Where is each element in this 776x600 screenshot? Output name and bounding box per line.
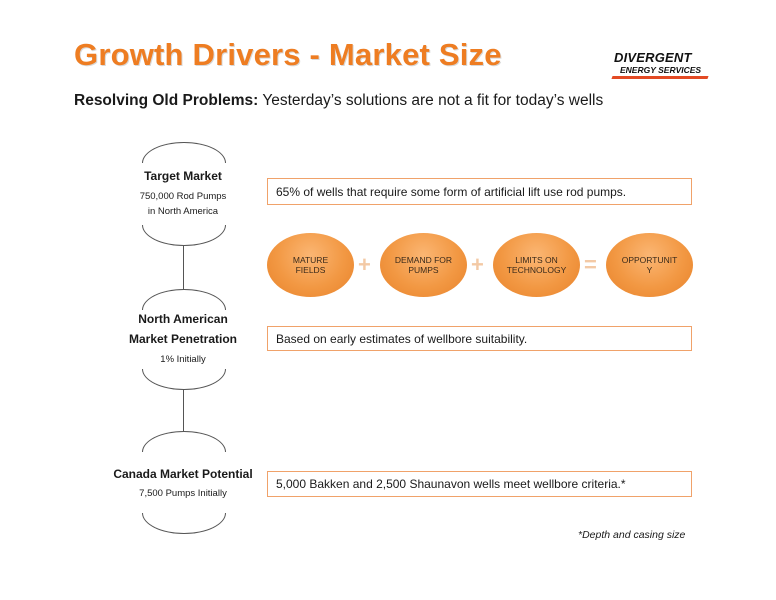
info-box-3: 5,000 Bakken and 2,500 Shaunavon wells m… <box>267 471 692 497</box>
logo-line1: DIVERGENT <box>614 50 692 65</box>
circle-2-line1: DEMAND FOR <box>394 255 453 265</box>
circle-4-line2: Y <box>646 265 653 275</box>
subtitle-rest: Yesterday’s solutions are not a fit for … <box>258 92 604 109</box>
company-logo: DIVERGENT ENERGY SERVICES <box>611 50 710 80</box>
logo-bar <box>611 76 709 79</box>
info-box-1: 65% of wells that require some form of a… <box>267 178 692 205</box>
node1-line1: 750,000 Rod Pumps <box>139 191 227 202</box>
node2-title-line1: North American <box>138 312 228 326</box>
page-title: Growth Drivers - Market Size <box>74 37 502 72</box>
plus-sign-1: + <box>358 252 371 277</box>
info-box-1-text: 65% of wells that require some form of a… <box>276 184 627 199</box>
logo-line2: ENERGY SERVICES <box>620 65 702 75</box>
node1-title: Target Market <box>144 169 222 183</box>
node3-line1: 7,500 Pumps Initially <box>139 488 227 499</box>
connector-1 <box>183 245 184 289</box>
node1-line2: in North America <box>147 206 219 217</box>
node3-title: Canada Market Potential <box>113 467 253 481</box>
info-box-3-text: 5,000 Bakken and 2,500 Shaunavon wells m… <box>276 477 626 491</box>
connector-2 <box>183 389 184 431</box>
subtitle-bold: Resolving Old Problems: <box>74 92 259 109</box>
info-box-2-text: Based on early estimates of wellbore sui… <box>276 331 528 346</box>
node2-title-line2: Market Penetration <box>128 332 238 346</box>
circle-4-line1: OPPORTUNIT <box>621 255 678 265</box>
node1-bottom-arc <box>142 225 226 246</box>
circle-3-line1: LIMITS ON <box>515 255 558 265</box>
footnote: *Depth and casing size <box>578 529 686 541</box>
plus-sign-2: + <box>471 252 484 277</box>
circle-3-line2: TECHNOLOGY <box>506 265 567 275</box>
node3-bottom-arc <box>142 513 226 534</box>
circle-1-line2: FIELDS <box>295 265 326 275</box>
circle-2-line2: PUMPS <box>408 265 439 275</box>
node2-top-arc <box>142 289 226 310</box>
subtitle: Resolving Old Problems: Yesterday’s solu… <box>74 92 603 110</box>
equals-sign: = <box>584 252 597 277</box>
node3-top-arc <box>142 431 226 452</box>
node2-line1: 1% Initially <box>160 354 206 365</box>
circle-1-line1: MATURE <box>292 255 329 265</box>
node2-bottom-arc <box>142 369 226 390</box>
node1-top-arc <box>142 142 226 163</box>
info-box-2: Based on early estimates of wellbore sui… <box>267 326 692 351</box>
